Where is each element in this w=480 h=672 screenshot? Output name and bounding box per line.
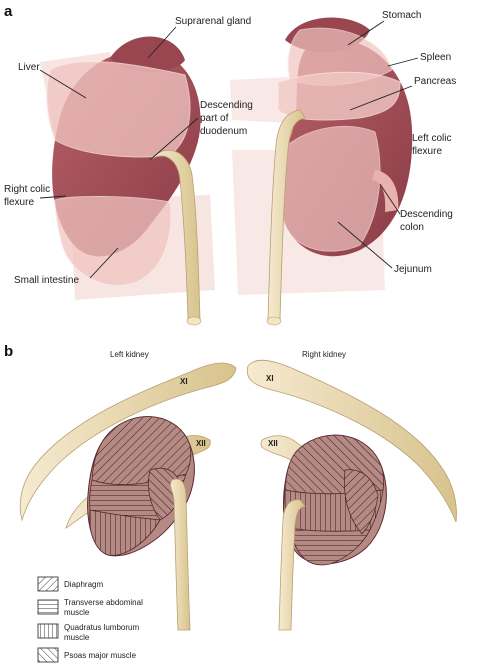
label-rib-xii-right: XII <box>268 439 278 448</box>
legend-swatch-quadratus <box>37 623 59 639</box>
label-suprarenal-gland: Suprarenal gland <box>175 16 251 27</box>
label-small-intestine: Small intestine <box>14 275 79 286</box>
leader-descending-colon <box>379 183 401 215</box>
label-descending-duodenum-2: part of <box>200 113 229 124</box>
legend-psoas: Psoas major muscle <box>64 651 137 660</box>
leader-duodenum <box>149 117 199 161</box>
leader-pancreas <box>349 85 413 111</box>
panel-b-letter: b <box>4 343 13 360</box>
panel-a-labels: Suprarenal gland Liver Descending part o… <box>4 10 456 286</box>
label-left-colic-1: Left colic <box>412 133 451 144</box>
label-rib-xi-left: XI <box>180 377 188 386</box>
panel-b-legend: Diaphragm Transverse abdominal muscle Qu… <box>37 576 143 663</box>
label-pancreas: Pancreas <box>414 76 456 87</box>
label-left-colic-2: flexure <box>412 146 442 157</box>
label-left-kidney: Left kidney <box>110 350 149 359</box>
legend-swatch-psoas <box>37 647 59 663</box>
label-rib-xii-left: XII <box>196 439 206 448</box>
legend-swatch-transverse <box>37 599 59 615</box>
label-descending-duodenum-3: duodenum <box>200 126 247 137</box>
leader-small-intestine <box>89 247 119 279</box>
label-right-colic-2: flexure <box>4 197 34 208</box>
panel-a-left-kidney-illustration <box>40 36 215 326</box>
label-jejunum: Jejunum <box>394 264 432 275</box>
legend-swatch-diaphragm <box>37 576 59 592</box>
legend-transverse-1: Transverse abdominal <box>64 598 143 607</box>
panel-b-right-kidney-illustration <box>246 359 457 631</box>
legend-transverse-2: muscle <box>64 608 90 617</box>
label-liver: Liver <box>18 62 40 73</box>
label-descending-colon-1: Descending <box>400 209 453 220</box>
leader-liver <box>39 69 87 99</box>
legend-quadratus-2: muscle <box>64 633 90 642</box>
panel-a-letter: a <box>4 3 13 20</box>
label-rib-xi-right: XI <box>266 374 274 383</box>
panel-b-left-kidney-illustration <box>19 362 237 631</box>
leader-spleen <box>387 57 419 67</box>
label-right-kidney: Right kidney <box>302 350 346 359</box>
label-descending-duodenum-1: Descending <box>200 100 253 111</box>
label-descending-colon-2: colon <box>400 222 424 233</box>
leader-jejunum <box>337 221 393 269</box>
leader-suprarenal <box>147 26 177 59</box>
panel-a-right-kidney-illustration <box>230 17 413 326</box>
legend-quadratus-1: Quadratus lumborum <box>64 623 139 632</box>
leader-stomach <box>347 20 385 46</box>
label-stomach: Stomach <box>382 10 421 21</box>
label-spleen: Spleen <box>420 52 451 63</box>
legend-diaphragm: Diaphragm <box>64 580 103 589</box>
leader-right-colic <box>39 195 67 199</box>
label-right-colic-1: Right colic <box>4 184 50 195</box>
